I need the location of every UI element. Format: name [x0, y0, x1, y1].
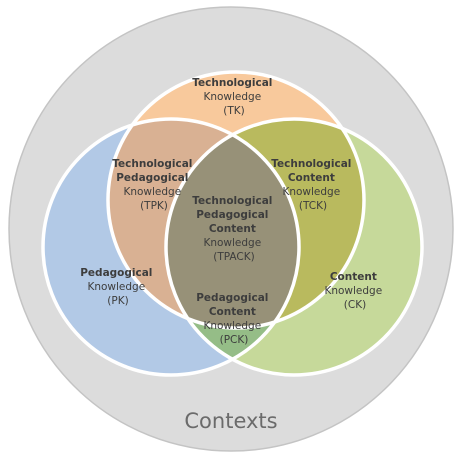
tpack-label-line4: Knowledge: [203, 237, 261, 249]
tpk-label-line2: Pedagogical: [116, 172, 188, 184]
pck-label: Pedagogical Content Knowledge (PCK): [196, 292, 272, 346]
pedagogical-outline: [41, 117, 301, 377]
pk-label: Pedagogical Knowledge (PK): [80, 267, 156, 307]
tpk-label-line3: Knowledge: [123, 186, 181, 198]
tpk-label-line4: (TPK): [140, 200, 168, 212]
tpack-label-line1: Technological: [192, 195, 272, 207]
ck-label: Content Knowledge (CK): [324, 271, 385, 311]
tck-label-line4: (TCK): [299, 200, 327, 212]
ck-label-line3: (CK): [344, 299, 366, 311]
tck-label: Technological Content Knowledge (TCK): [271, 158, 354, 212]
pk-label-line3: (PK): [107, 295, 128, 307]
tpk-label: Technological Pedagogical Knowledge (TPK…: [112, 158, 195, 212]
tpack-label: Technological Pedagogical Content Knowle…: [192, 195, 275, 263]
ck-label-line2: Knowledge: [324, 285, 382, 297]
pck-label-line1: Pedagogical: [196, 292, 268, 304]
tk-label: Technological Knowledge (TK): [192, 77, 275, 117]
technological-outline: [106, 70, 366, 330]
tck-label-line2: Content: [288, 172, 335, 184]
pck-label-line4: (PCK): [220, 334, 249, 346]
content-outline: [164, 117, 424, 377]
tpack-label-line2: Pedagogical: [196, 209, 268, 221]
tck-label-line1: Technological: [271, 158, 351, 170]
pck-label-line2: Content: [209, 306, 256, 318]
tk-label-line2: Knowledge: [203, 91, 261, 103]
tk-label-line3: (TK): [223, 105, 245, 117]
tpk-label-line1: Technological: [112, 158, 192, 170]
pk-label-line1: Pedagogical: [80, 267, 152, 279]
contexts-label: Contexts: [184, 409, 277, 433]
tck-label-line3: Knowledge: [282, 186, 340, 198]
tpack-label-line5: (TPACK): [213, 251, 254, 263]
tk-label-line1: Technological: [192, 77, 272, 89]
ck-label-line1: Content: [330, 271, 377, 283]
pk-label-line2: Knowledge: [87, 281, 145, 293]
pck-label-line3: Knowledge: [203, 320, 261, 332]
tpack-label-line3: Content: [209, 223, 256, 235]
